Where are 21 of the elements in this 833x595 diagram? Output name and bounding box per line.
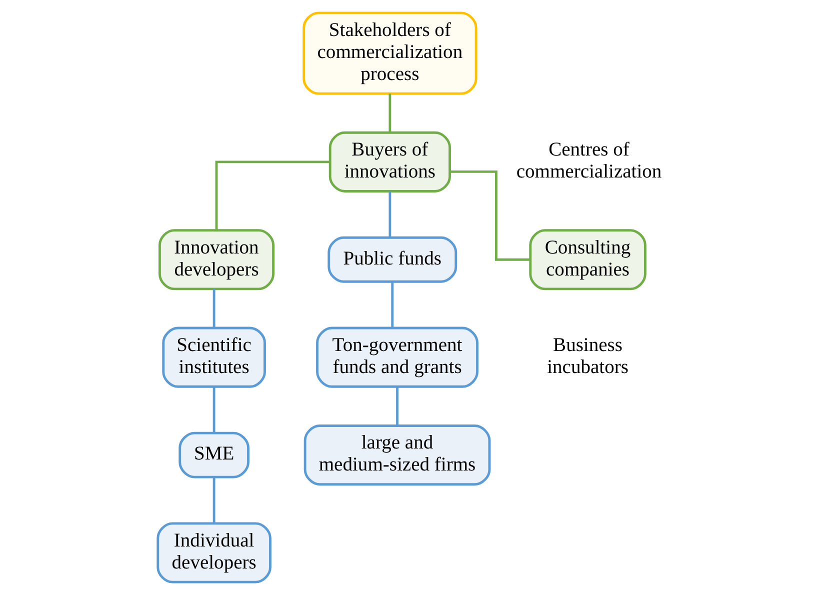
label: Business incubators — [547, 334, 628, 378]
node-box: Scientific institutes — [162, 326, 266, 388]
connector — [388, 94, 392, 132]
label: Centres of commercialization — [516, 140, 662, 183]
node-box: Buyers of innovations — [328, 131, 451, 192]
connector — [212, 288, 216, 328]
node-box: Innovation developers — [158, 229, 275, 290]
node-box: Individual developers — [156, 522, 272, 584]
connector — [215, 160, 330, 230]
connector — [212, 386, 216, 433]
node-box: Stakeholders of commercialization process — [302, 12, 478, 95]
connector — [391, 282, 394, 328]
connector — [388, 191, 392, 238]
node-box: Consulting companies — [529, 229, 646, 290]
node-box: SME — [178, 432, 250, 478]
connector — [450, 170, 530, 261]
node-box: Ton-government funds and grants — [316, 326, 478, 388]
connector — [212, 477, 216, 524]
node-box: large and medium-sized firms — [304, 424, 491, 486]
node-box: Public funds — [328, 236, 458, 283]
connector — [396, 386, 398, 426]
